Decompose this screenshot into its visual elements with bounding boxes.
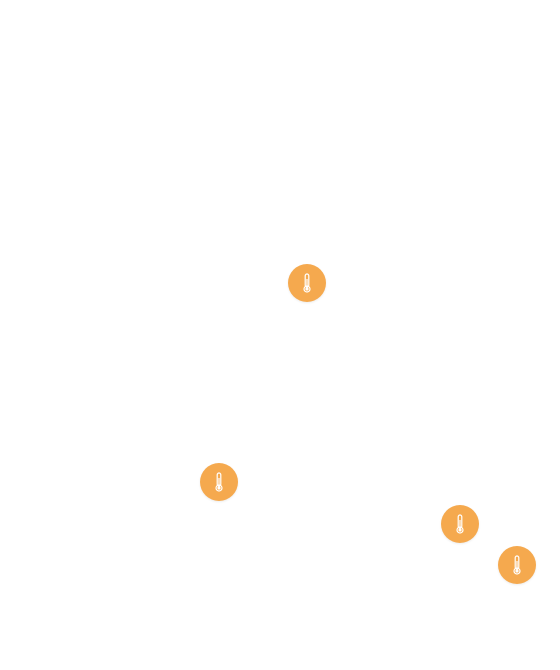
thermometer-icon — [456, 514, 464, 534]
thermometer-icon — [513, 555, 521, 575]
thermometer-icon — [303, 273, 311, 293]
map-marker[interactable] — [200, 463, 238, 501]
map-marker[interactable] — [498, 546, 536, 584]
map-marker[interactable] — [441, 505, 479, 543]
map-marker[interactable] — [288, 264, 326, 302]
thermometer-icon — [215, 472, 223, 492]
